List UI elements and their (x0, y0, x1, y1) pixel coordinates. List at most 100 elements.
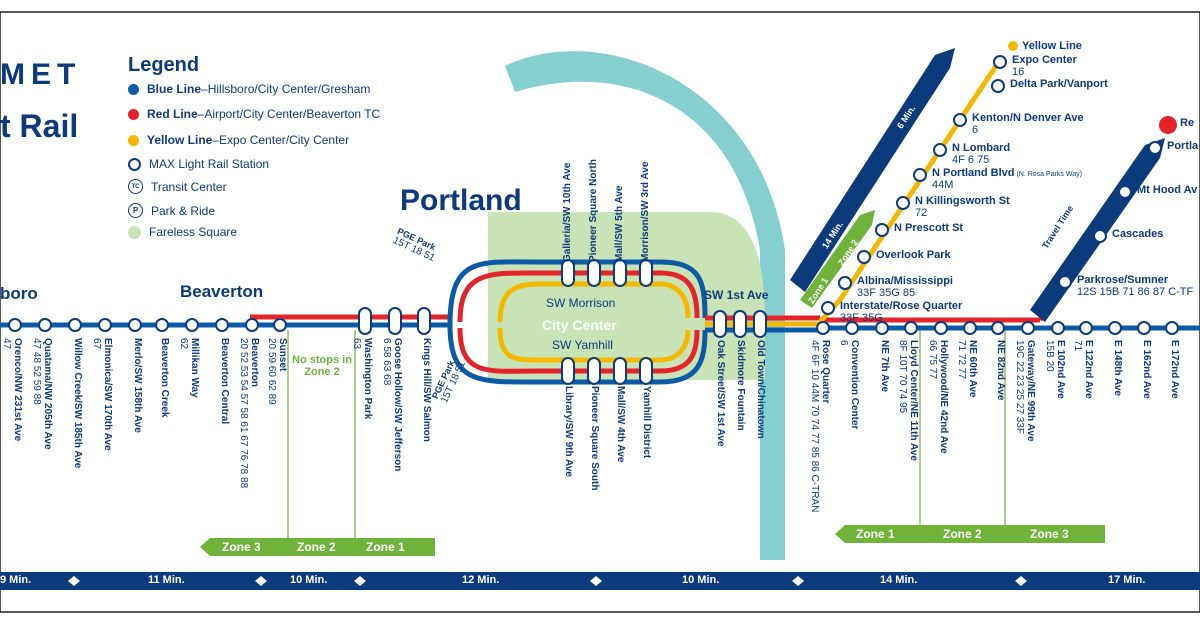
zone-east-1: Zone 1 (856, 527, 895, 541)
station-riverfront-0[interactable] (713, 310, 727, 338)
station-label-east-5-line: NE 60th Ave (967, 340, 978, 398)
station-label-east-2: NE 7th Ave (879, 340, 890, 392)
legend-yellow: Yellow Line–Expo Center/City Center (128, 133, 349, 147)
station-east-4[interactable] (934, 321, 948, 335)
station-downtown-bottom-3[interactable] (639, 357, 653, 385)
station-east-10[interactable] (1108, 321, 1122, 335)
station-yellow-0[interactable] (993, 55, 1007, 69)
station-icon (128, 157, 141, 171)
station-red-4[interactable] (1058, 275, 1072, 289)
station-red-2[interactable] (1118, 185, 1132, 199)
station-west-5[interactable] (155, 318, 169, 332)
station-east-5[interactable] (963, 321, 977, 335)
station-label-east-4-line: Hollywood/NE 42nd Ave (938, 340, 949, 454)
legend-fareless-desc: Fareless Square (149, 225, 238, 239)
station-downtown-bottom-1[interactable] (587, 357, 601, 385)
station-west-12[interactable] (417, 307, 431, 335)
station-yellow-9[interactable] (821, 301, 835, 315)
station-downtown-bottom-2[interactable] (613, 357, 627, 385)
station-west-7[interactable] (215, 318, 229, 332)
station-label-east-7-line: 19C 22 23 25 27 33F (1014, 340, 1025, 434)
station-west-9[interactable] (273, 318, 287, 332)
station-downtown-top-1[interactable] (587, 259, 601, 287)
station-red-3[interactable] (1093, 229, 1107, 243)
station-label-west-1-line: 47 48 52 59 88 (31, 338, 42, 405)
station-label-east-4-line: 66 75 77 (927, 340, 938, 379)
station-west-10[interactable] (358, 307, 372, 335)
station-label-red-2-name: Mt Hood Av (1137, 184, 1198, 196)
brand-title: MET (0, 58, 82, 91)
map-frame (0, 11, 1200, 613)
park-ride-icon: P (128, 203, 143, 218)
station-label-riverfront-0: Oak Street/SW 1st Ave (715, 340, 726, 447)
station-label-west-4-line: Merlo/SW 158th Ave (132, 338, 143, 433)
legend-pr-desc: Park & Ride (151, 203, 216, 218)
station-yellow-5[interactable] (896, 196, 910, 210)
station-label-yellow-2-name: Kenton/N Denver Ave (972, 112, 1084, 124)
station-east-8[interactable] (1051, 321, 1065, 335)
station-west-4[interactable] (128, 318, 142, 332)
station-east-0[interactable] (816, 321, 830, 335)
station-label-west-12: Kings Hill/SW Salmon (421, 338, 432, 442)
station-riverfront-1[interactable] (733, 310, 747, 338)
station-red-1[interactable] (1148, 141, 1162, 155)
station-label-west-5-line: Beaverton Creek (159, 338, 170, 418)
station-yellow-8[interactable] (838, 276, 852, 290)
station-label-yellow-5-routes: 72 (915, 207, 928, 219)
station-yellow-2[interactable] (953, 113, 967, 127)
station-label-west-6-line: 62 (178, 338, 189, 350)
station-label-downtown-bottom-3: Yamhill District (641, 386, 652, 458)
station-east-9[interactable] (1079, 321, 1093, 335)
station-label-west-0-line: 47 (1, 338, 12, 350)
yellow-loop-top (497, 281, 691, 323)
station-yellow-3[interactable] (933, 143, 947, 157)
station-yellow-7[interactable] (857, 250, 871, 264)
station-yellow-6[interactable] (875, 223, 889, 237)
station-label-downtown-top-3: Morrison/SW 3rd Ave (640, 162, 651, 262)
station-label-west-11-line: 6 58 63 68 (381, 338, 392, 386)
station-west-6[interactable] (185, 318, 199, 332)
station-east-6[interactable] (991, 321, 1005, 335)
station-east-12[interactable] (1165, 321, 1179, 335)
station-east-3[interactable] (904, 321, 918, 335)
station-label-yellow-1: Delta Park/Vanport (1010, 78, 1108, 90)
station-west-2[interactable] (68, 318, 82, 332)
time-west-2: 11 Min. (148, 574, 185, 586)
station-downtown-top-0[interactable] (561, 259, 575, 287)
station-label-east-7-line: Gateway/NE 99th Ave (1025, 340, 1036, 442)
station-east-1[interactable] (845, 321, 859, 335)
station-label-yellow-0-name: Expo Center (1012, 54, 1077, 66)
station-west-8[interactable] (245, 318, 259, 332)
airport-icon[interactable] (1159, 116, 1177, 134)
legend-red: Red Line–Airport/City Center/Beaverton T… (128, 107, 380, 121)
station-downtown-top-2[interactable] (613, 259, 627, 287)
hillsboro-label: boro (0, 284, 38, 303)
station-west-11[interactable] (388, 307, 402, 335)
legend-red-name: Red Line (147, 107, 198, 121)
station-downtown-bottom-0[interactable] (561, 357, 575, 385)
station-east-7[interactable] (1021, 321, 1035, 335)
station-west-0[interactable] (8, 318, 22, 332)
station-label-downtown-bottom-3-line: Yamhill District (641, 386, 652, 459)
station-riverfront-2[interactable] (753, 310, 767, 338)
station-label-red-4-routes: 12S 15B 71 86 87 C-TF (1077, 286, 1194, 298)
station-label-east-12-line: E 172nd Ave (1169, 340, 1180, 399)
station-yellow-1[interactable] (991, 79, 1005, 93)
station-downtown-top-3[interactable] (639, 259, 653, 287)
station-label-east-9-line: E 122nd Ave (1083, 340, 1094, 399)
station-yellow-4[interactable] (913, 168, 927, 182)
station-east-2[interactable] (875, 321, 889, 335)
station-label-west-4: Merlo/SW 158th Ave (132, 338, 143, 433)
yellow-time-bar (790, 48, 955, 292)
station-west-1[interactable] (38, 318, 52, 332)
yellow-dot-icon (128, 134, 139, 146)
legend-yellow-desc: –Expo Center/City Center (212, 133, 350, 147)
station-east-11[interactable] (1137, 321, 1151, 335)
station-west-3[interactable] (98, 318, 112, 332)
